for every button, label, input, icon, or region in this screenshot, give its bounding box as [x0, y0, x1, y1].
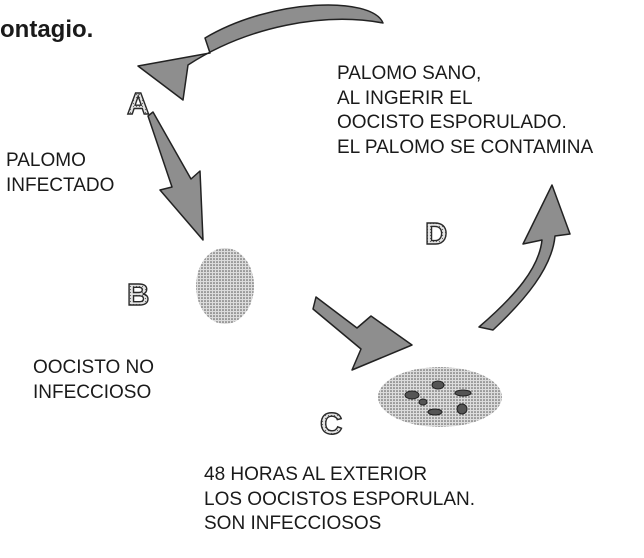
node-c-letter: C	[320, 406, 342, 441]
arrow-d-to-a	[137, 4, 384, 101]
node-b-letter: B	[127, 277, 149, 312]
sporulated-oocyst	[418, 398, 428, 406]
node-c-description: 48 HORAS AL EXTERIOR LOS OOCISTOS ESPORU…	[204, 463, 475, 537]
sporulated-oocyst	[404, 390, 420, 400]
node-b-description: OOCISTO NO INFECCIOSO	[33, 356, 154, 405]
sporulated-oocyst	[427, 408, 443, 416]
node-b-description-line: INFECCIOSO	[33, 381, 152, 403]
arrow-a-to-b	[147, 111, 204, 241]
node-a-description: PALOMO INFECTADO	[6, 149, 114, 198]
oocyst-b-non-infectious	[196, 248, 254, 324]
node-a-description-line: INFECTADO	[6, 174, 115, 196]
sporulated-oocyst	[456, 403, 468, 415]
node-c-description-line: 48 HORAS AL EXTERIOR	[204, 464, 428, 485]
oocyst-cluster-background	[378, 367, 502, 427]
node-c-description-line: SON INFECCIOSOS	[204, 513, 382, 535]
sporulated-oocysts-c	[378, 367, 502, 427]
arrow-c-to-d	[478, 184, 571, 331]
node-b-description-line: OOCISTO NO	[33, 357, 155, 378]
node-d-description-line: PALOMO SANO,	[337, 63, 482, 84]
sporulated-oocyst	[431, 380, 445, 390]
node-a-letter: A	[127, 86, 149, 121]
node-letters: A B C D	[126, 85, 448, 441]
node-c-description-line: LOS OOCISTOS ESPORULAN.	[204, 488, 476, 510]
arrow-b-to-c	[312, 296, 413, 371]
node-d-description-line: EL PALOMO SE CONTAMINA	[337, 137, 594, 159]
diagram-title: ontagio.	[0, 16, 94, 43]
node-d-description: PALOMO SANO, AL INGERIR EL OOCISTO ESPOR…	[337, 62, 593, 161]
sporulated-oocyst	[454, 389, 472, 397]
node-d-description-line: AL INGERIR EL	[337, 87, 473, 109]
node-d-letter: D	[425, 216, 447, 251]
node-d-description-line: OOCISTO ESPORULADO.	[337, 112, 567, 134]
node-a-description-line: PALOMO	[6, 150, 86, 171]
